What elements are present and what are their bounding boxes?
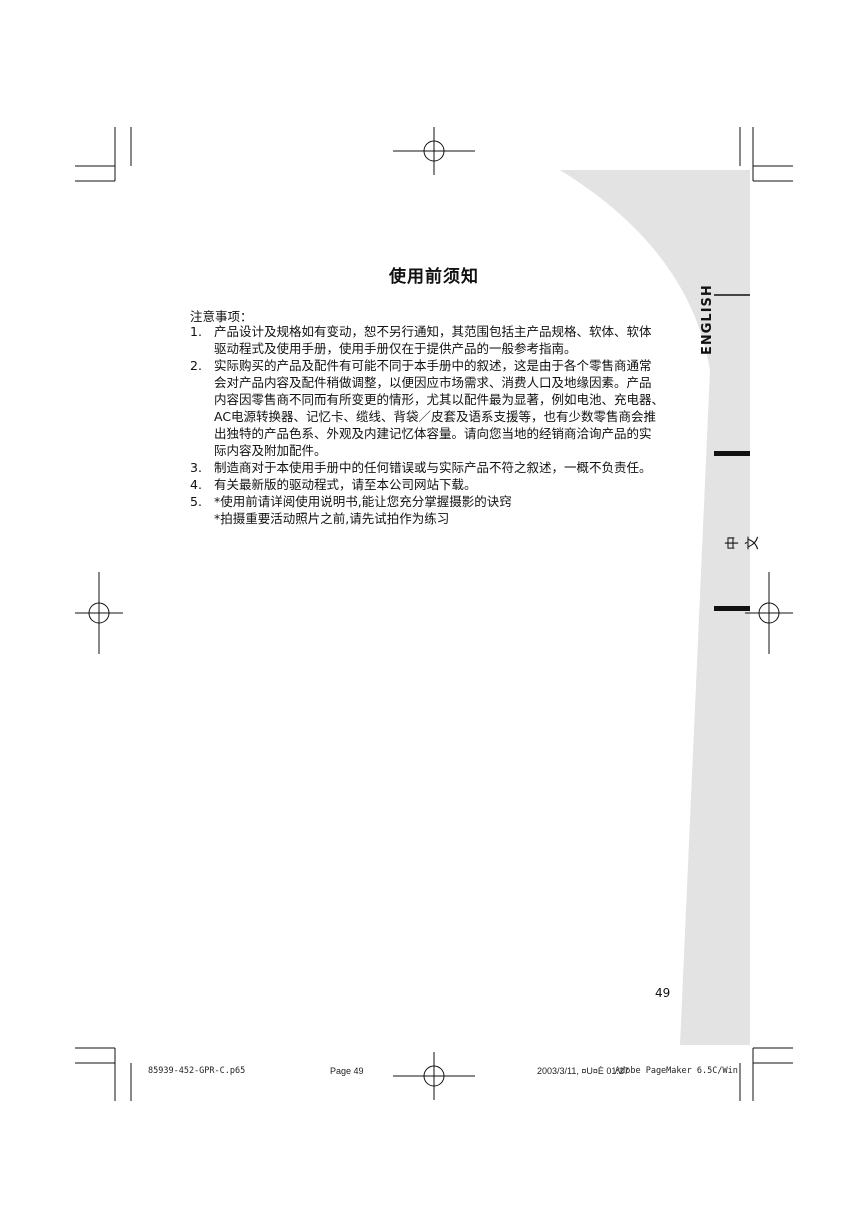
list-item-number: 2. [190,358,202,373]
text-line: 会对产品内容及配件稍做调整，以便因应市场需求、消费人口及地缘因素。产品 [214,375,652,390]
text-line: 制造商对于本使用手册中的任何错误或与实际产品不符之叙述，一概不负责任。 [214,460,652,475]
list-item-number: 4. [190,477,202,492]
text-line: AC电源转换器、记忆卡、缆线、背袋／皮套及语系支援等，也有少数零售商会推 [214,409,657,424]
tab-divider-bar-1 [714,451,750,456]
text-line: *拍摄重要活动照片之前,请先试拍作为练习 [214,511,450,526]
page-number: 49 [655,986,671,1000]
tab-divider-bar-2 [714,606,750,611]
text-line: 内容因零售商不同而有所变更的情形，尤其以配件最为显著，例如电池、充电器、 [214,392,665,407]
list-item: 4. 有关最新版的驱动程式，请至本公司网站下载。 [190,476,680,493]
side-tab-english: ENGLISH [700,284,715,355]
text-line: 产品设计及规格如有变动，恕不另行通知，其范围包括主产品规格、软体、软体 [214,324,652,339]
footer-page: Page 49 [330,1066,364,1076]
notice-list: 1. 产品设计及规格如有变动，恕不另行通知，其范围包括主产品规格、软体、软体 驱… [190,323,680,527]
list-item-text: 制造商对于本使用手册中的任何错误或与实际产品不符之叙述，一概不负责任。 [214,459,680,476]
section-label: 注意事项： [190,309,253,324]
text-line: 实际购买的产品及配件有可能不同于本手册中的叙述，这是由于各个零售商通常 [214,358,652,373]
side-tab-chinese: 中 文 [725,514,761,550]
text-line: 出独特的产品色系、外观及内建记忆体容量。请向您当地的经销商洽询产品的实 [214,426,652,441]
list-item-text: *使用前请详阅使用说明书,能让您充分掌握摄影的诀窍 *拍摄重要活动照片之前,请先… [214,493,680,527]
text-line: 际内容及附加配件。 [214,443,327,458]
list-item-text: 实际购买的产品及配件有可能不同于本手册中的叙述，这是由于各个零售商通常 会对产品… [214,357,680,459]
list-item: 2. 实际购买的产品及配件有可能不同于本手册中的叙述，这是由于各个零售商通常 会… [190,357,680,459]
side-tab-curve-fill [560,170,750,370]
footer-filename: 85939-452-GPR-C.p65 [148,1066,246,1076]
text-line: 驱动程式及使用手册，使用手册仅在于提供产品的一般参考指南。 [214,341,577,356]
footer-date: 2003/3/11, ¤U¤È 01:27 [537,1066,629,1076]
text-line: *使用前请详阅使用说明书,能让您充分掌握摄影的诀窍 [214,494,512,509]
page-title: 使用前须知 [389,267,479,287]
list-item: 5. *使用前请详阅使用说明书,能让您充分掌握摄影的诀窍 *拍摄重要活动照片之前… [190,493,680,527]
text-line: 有关最新版的驱动程式，请至本公司网站下载。 [214,477,477,492]
list-item-text: 产品设计及规格如有变动，恕不另行通知，其范围包括主产品规格、软体、软体 驱动程式… [214,323,680,357]
list-item-number: 1. [190,324,202,339]
side-tab-background [560,170,750,1045]
list-item: 3. 制造商对于本使用手册中的任何错误或与实际产品不符之叙述，一概不负责任。 [190,459,680,476]
list-item-text: 有关最新版的驱动程式，请至本公司网站下载。 [214,476,680,493]
list-item-number: 5. [190,494,202,509]
list-item: 1. 产品设计及规格如有变动，恕不另行通知，其范围包括主产品规格、软体、软体 驱… [190,323,680,357]
footer-app: Adobe PageMaker 6.5C/Win [615,1066,738,1076]
list-item-number: 3. [190,460,202,475]
